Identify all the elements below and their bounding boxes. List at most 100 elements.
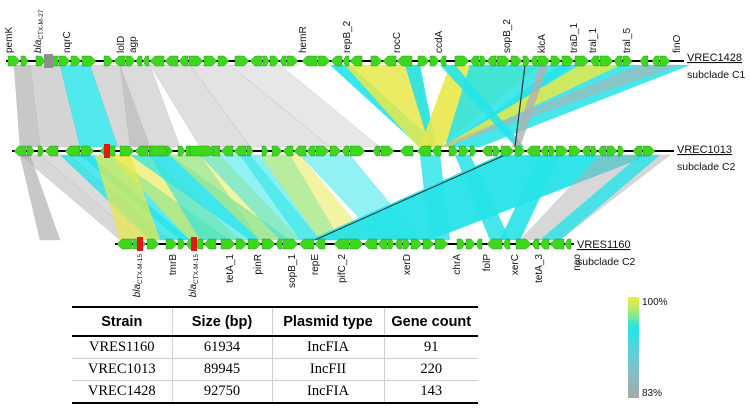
gene-arrow xyxy=(434,238,449,250)
gene-arrow xyxy=(561,55,575,67)
gene-arrow xyxy=(394,238,403,250)
gene-arrow xyxy=(81,55,97,67)
gene-arrow xyxy=(642,145,656,157)
gene-arrow xyxy=(370,55,383,67)
gene-arrow xyxy=(486,238,503,250)
gene-label-chra: chrA xyxy=(452,254,463,275)
gene-label-pemk: pemK xyxy=(4,27,15,53)
gene-arrow xyxy=(514,145,526,157)
header-strain: Strain xyxy=(72,307,172,337)
legend-min-label: 83% xyxy=(642,388,662,399)
gene-label-ccda: ccdA xyxy=(434,30,445,53)
gene-arrow xyxy=(261,145,269,157)
gene-arrow xyxy=(396,55,413,67)
gene-arrow xyxy=(456,238,466,250)
gene-label-xerd: xerD xyxy=(402,254,413,275)
gene-arrow xyxy=(659,55,671,67)
similarity-ribbons xyxy=(13,64,691,241)
gene-arrow xyxy=(135,55,143,67)
gene-arrow xyxy=(293,145,307,157)
gene-arrow xyxy=(632,145,643,157)
gene-arrow xyxy=(35,55,46,67)
cell-size: 89945 xyxy=(171,358,272,381)
gene-arrow xyxy=(282,145,294,157)
gene-arrow xyxy=(235,238,248,250)
gene-arrow xyxy=(510,55,523,67)
gene-arrow xyxy=(279,55,287,67)
gene-arrow xyxy=(417,55,430,67)
gene-label-bla: blaCTX-M-15 xyxy=(188,254,200,298)
cell-strain: VREC1013 xyxy=(72,358,172,381)
gene-arrow xyxy=(203,238,217,250)
gene-arrow xyxy=(382,55,397,67)
bla-ctx-m-15-marker xyxy=(191,237,197,251)
gene-arrow xyxy=(492,145,501,157)
gene-arrow xyxy=(548,145,556,157)
cell-size: 92750 xyxy=(171,380,272,403)
gene-arrow xyxy=(58,55,71,67)
similarity-ribbon xyxy=(439,64,525,148)
plasmid-name-vrec1428: VREC1428 xyxy=(687,52,742,64)
gene-arrow xyxy=(454,55,470,67)
gene-arrow xyxy=(164,55,179,67)
cell-gene-count: 91 xyxy=(383,336,478,359)
identity-color-scale xyxy=(628,297,639,398)
gene-arrow xyxy=(555,145,569,157)
gene-arrow xyxy=(550,55,562,67)
alignment-line xyxy=(514,64,526,148)
gene-arrow xyxy=(502,238,511,250)
gene-arrow xyxy=(568,145,582,157)
gene-arrow xyxy=(479,55,487,67)
gene-arrow xyxy=(537,55,551,67)
gene-arrow xyxy=(349,145,366,157)
plasmid-name-vres1160: VRES1160 xyxy=(577,239,631,251)
gene-arrow xyxy=(142,55,150,67)
gene-arrow xyxy=(314,238,326,250)
gene-arrow xyxy=(165,238,178,250)
gene-label-neo: neo xyxy=(572,254,583,271)
gene-arrow xyxy=(301,55,318,67)
gene-label-pinr: pinR xyxy=(253,254,264,275)
cell-plasmid-type: IncFII xyxy=(271,358,384,381)
gene-arrow xyxy=(269,55,280,67)
similarity-ribbon xyxy=(19,154,61,241)
gene-arrow xyxy=(188,55,204,67)
gene-arrow xyxy=(125,55,136,67)
cell-strain: VRES1160 xyxy=(88,339,155,355)
gene-arrow xyxy=(189,145,215,157)
gene-arrow xyxy=(431,145,442,157)
gene-arrow xyxy=(134,145,149,157)
gene-arrow xyxy=(203,55,218,67)
gene-arrow xyxy=(306,145,316,157)
gene-arrow xyxy=(613,55,623,67)
gene-arrow xyxy=(522,55,531,67)
gene-arrow xyxy=(13,145,27,157)
gene-arrow xyxy=(178,55,189,67)
gene-arrow xyxy=(496,55,511,67)
gene-arrow xyxy=(146,238,160,250)
gene-arrow xyxy=(64,145,81,157)
gene-arrow xyxy=(564,238,572,250)
gene-arrow xyxy=(380,145,395,157)
gene-arrow xyxy=(448,145,459,157)
gene-label-teta-3: tetA_3 xyxy=(534,254,545,283)
gene-label-sopb-2: sopB_2 xyxy=(502,19,513,53)
gene-label-fino: finO xyxy=(672,34,683,53)
gene-arrow xyxy=(233,145,247,157)
plasmid-tracks xyxy=(6,54,684,251)
gene-arrow xyxy=(333,238,350,250)
gene-arrow xyxy=(531,238,540,250)
gene-arrow xyxy=(599,55,614,67)
gene-arrow xyxy=(249,55,263,67)
gene-arrow xyxy=(329,145,342,157)
gene-label-bla: blaCTX-M-15 xyxy=(132,254,144,298)
gene-arrow xyxy=(330,55,343,67)
header-size: Size (bp) xyxy=(171,307,272,337)
gene-arrow xyxy=(103,55,114,67)
gene-arrow xyxy=(549,238,565,250)
bla-ctx-m-marker xyxy=(104,144,110,158)
gene-arrow xyxy=(116,238,133,250)
gene-arrow xyxy=(217,55,230,67)
